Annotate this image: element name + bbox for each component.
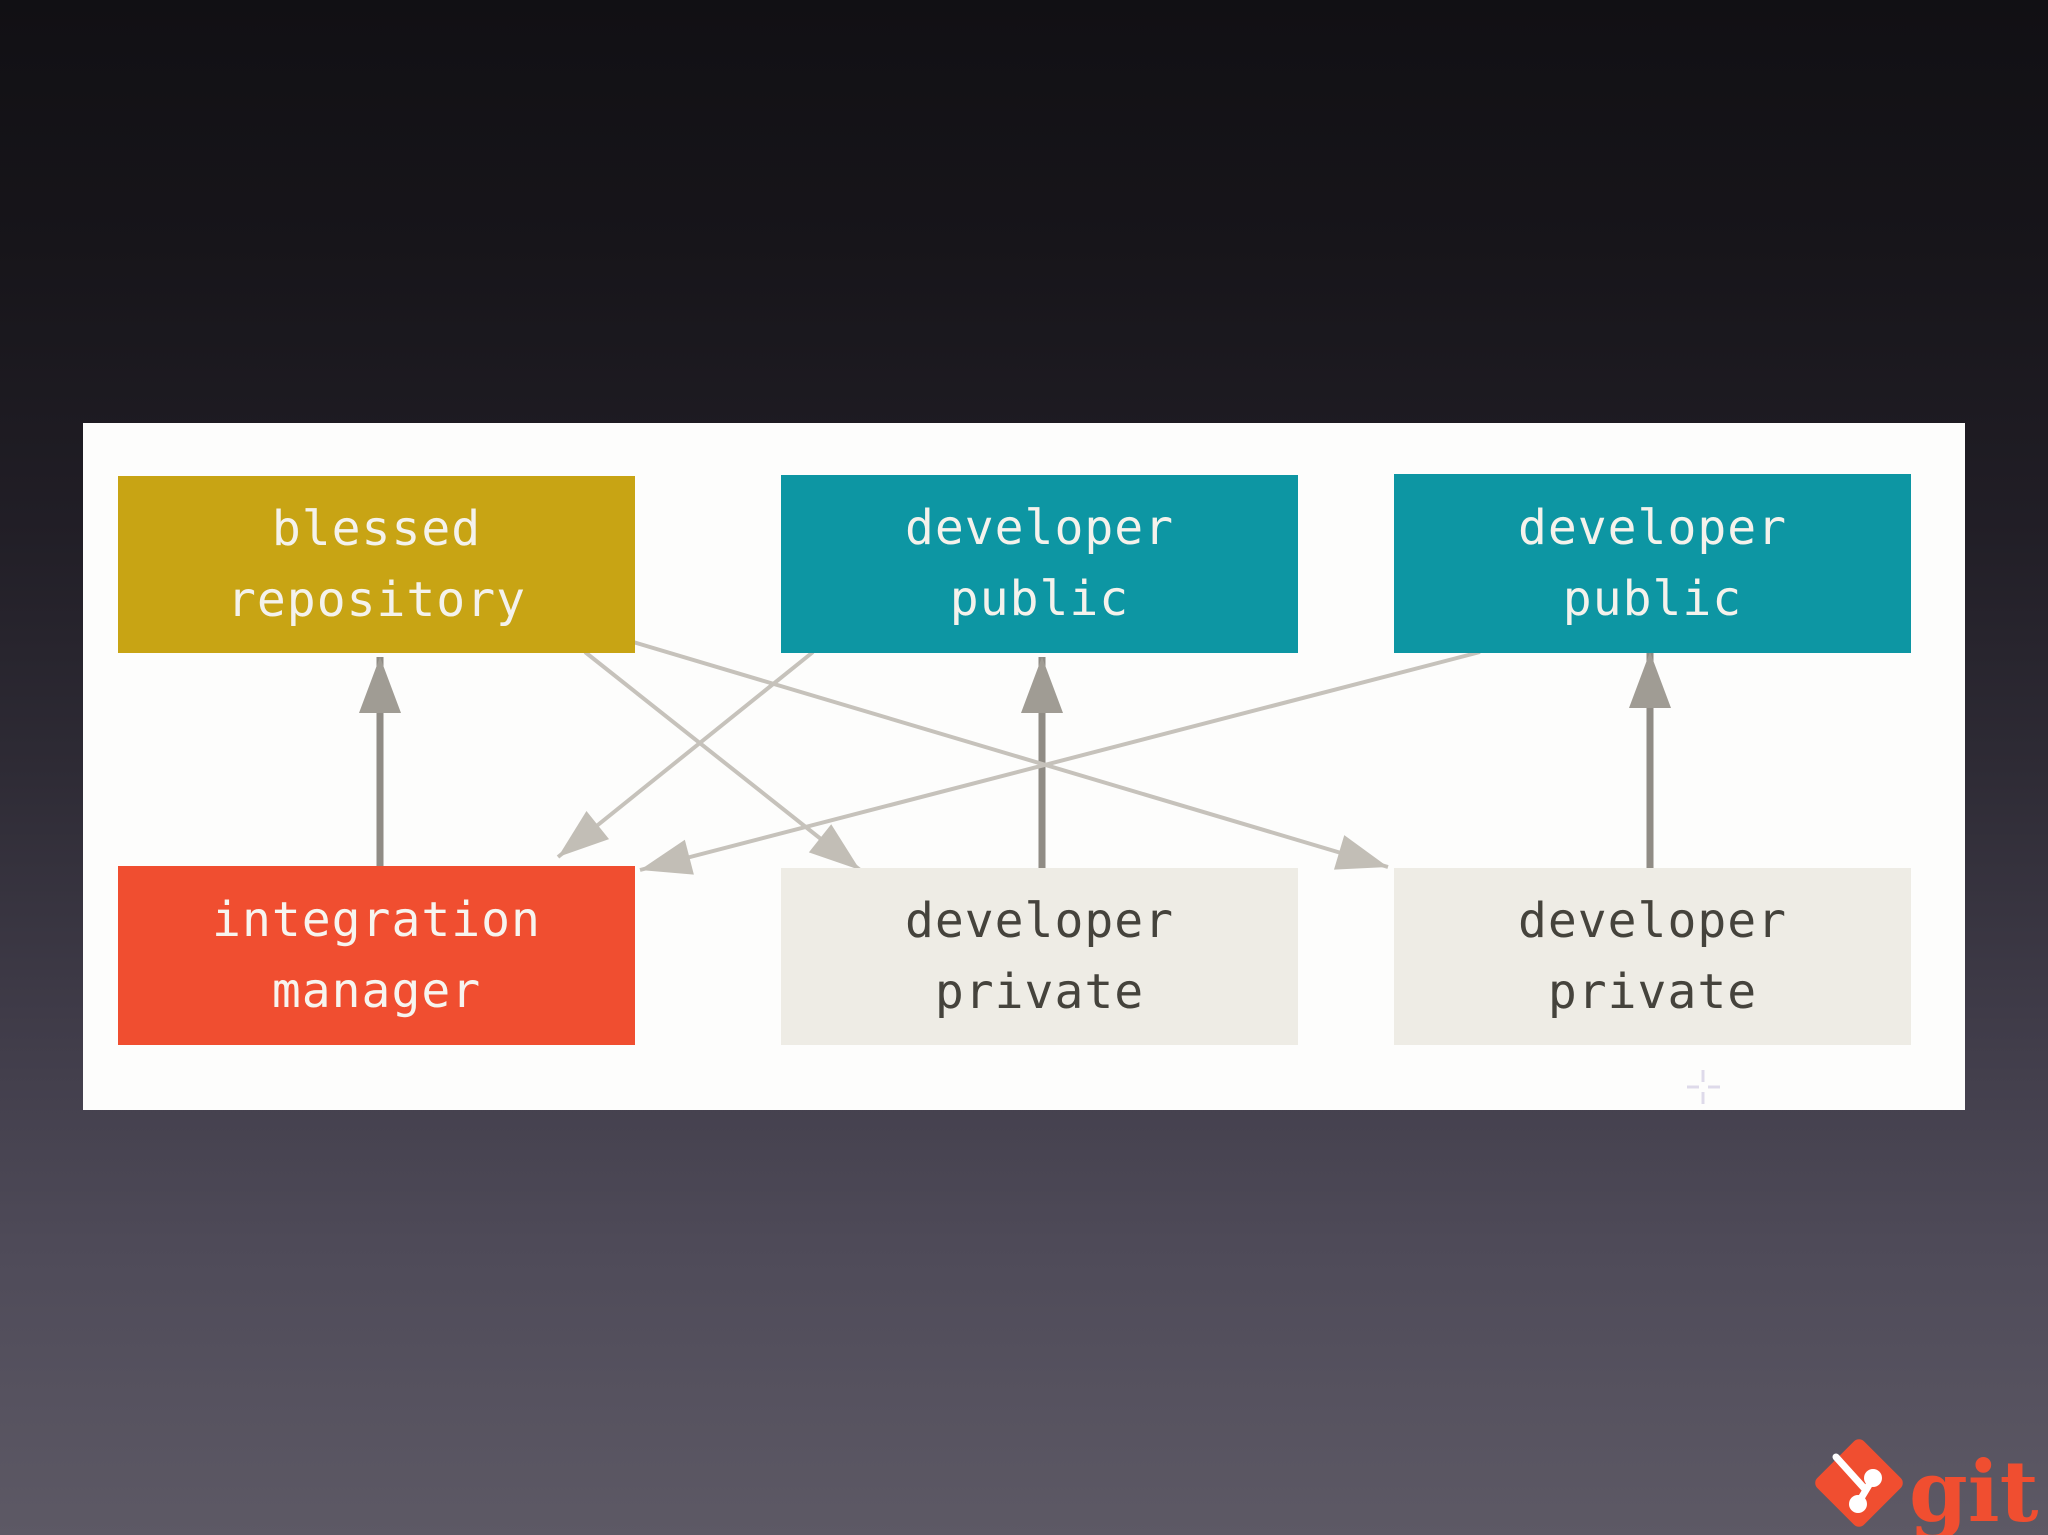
node-label-line: integration <box>212 891 541 948</box>
node-label-line: private <box>934 963 1145 1020</box>
node-label-line: manager <box>271 962 482 1019</box>
node-label-line: developer <box>1517 499 1788 556</box>
diagram-panel: blessed repository developer public deve… <box>83 423 1965 1110</box>
node-developer-public-1: developer public <box>781 475 1298 653</box>
node-label-line: blessed <box>271 500 482 557</box>
node-developer-public-2: developer public <box>1394 474 1911 653</box>
edge-blessed-repository-to-developer-private-1 <box>583 650 862 872</box>
node-label-line: public <box>949 571 1130 627</box>
edge-developer-public-1-to-integration-manager <box>556 650 815 859</box>
cursor-cross-icon <box>1687 1070 1720 1104</box>
node-label-line: repository <box>227 571 526 628</box>
git-logo: git <box>1812 1436 2048 1535</box>
node-developer-private-1: developer private <box>781 868 1298 1045</box>
git-logo-diamond-icon <box>1815 1439 1903 1527</box>
node-integration-manager: integration manager <box>118 866 635 1045</box>
edge-developer-public-2-to-integration-manager <box>639 650 1481 875</box>
node-blessed-repository: blessed repository <box>118 476 635 653</box>
git-wordmark: git <box>1909 1442 2039 1535</box>
node-label-line: developer <box>904 500 1175 556</box>
node-developer-private-2: developer private <box>1394 868 1911 1045</box>
node-label-line: developer <box>904 892 1175 949</box>
node-label-line: developer <box>1517 892 1788 949</box>
node-label-line: public <box>1562 570 1743 627</box>
edge-blessed-repository-to-developer-private-2 <box>632 640 1389 870</box>
node-label-line: private <box>1547 963 1758 1020</box>
